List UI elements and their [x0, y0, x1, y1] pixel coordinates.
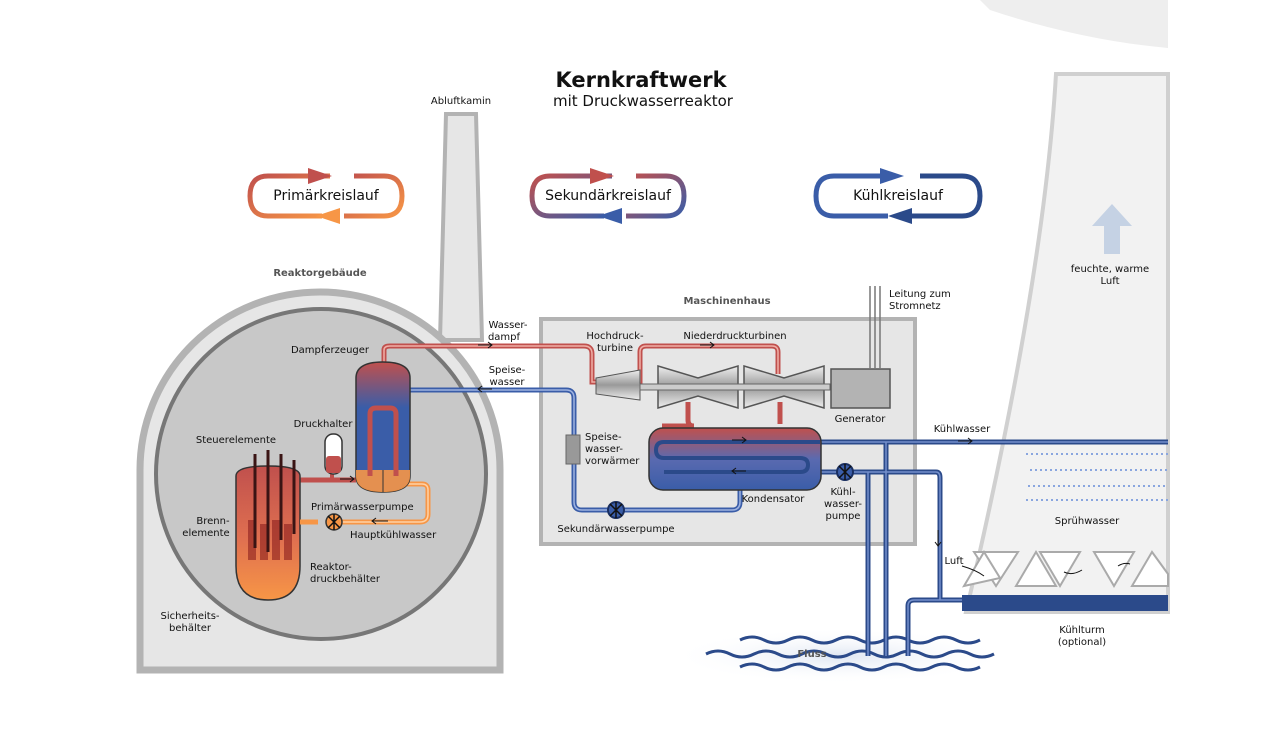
cooling-tower-label-2: (optional) [1058, 637, 1106, 648]
feedwater-label-2: wasser [490, 377, 526, 388]
turbine-shaft [639, 383, 831, 391]
condenser-label: Kondensator [742, 494, 806, 505]
cw-pump-label-3: pumpe [826, 511, 861, 522]
page-subtitle: mit Druckwasserreaktor [553, 92, 734, 110]
steam-label-1: Wasser- [488, 320, 527, 331]
page-title: Kernkraftwerk [555, 68, 727, 92]
arrow-right-icon [308, 168, 332, 184]
generator [830, 368, 891, 409]
steam-generator-label: Dampferzeuger [291, 345, 370, 356]
secondary-pump-label: Sekundärwasserpumpe [557, 524, 674, 535]
pressurizer-label: Druckhalter [294, 419, 354, 430]
arrow-left-icon [316, 208, 340, 224]
containment-label-2: behälter [169, 623, 212, 634]
hp-turbine [595, 369, 641, 401]
fuel-label-1: Brenn- [196, 516, 230, 527]
rpv-label-2: druckbehälter [310, 574, 381, 585]
main-coolant-label: Hauptkühlwasser [350, 530, 437, 541]
steam-generator-tube [367, 405, 399, 476]
arrow-left-icon [598, 208, 622, 224]
spray-water-label: Sprühwasser [1055, 516, 1120, 527]
legend-secondary: Sekundärkreislauf [529, 168, 687, 224]
preheater-label-1: Speise- [585, 432, 622, 443]
arrow-right-icon [590, 168, 614, 184]
cooling-tower-fill [961, 550, 1169, 588]
spray-water [1026, 453, 1168, 501]
legend-cooling-label: Kühlkreislauf [853, 188, 944, 204]
rpv-label-1: Reaktor- [310, 562, 352, 573]
cloud-shadow [980, 0, 1168, 48]
arrow-right-icon [880, 168, 904, 184]
legend-secondary-label: Sekundärkreislauf [545, 188, 672, 204]
cw-pump-label-1: Kühl- [830, 487, 856, 498]
arrow-left-icon [888, 208, 912, 224]
hp-turbine-label-1: Hochdruck- [586, 331, 644, 342]
fuel-elements [248, 520, 292, 560]
fuel-label-2: elemente [182, 528, 229, 539]
legend-primary: Primärkreislauf [247, 168, 405, 224]
exhaust-stack-label: Abluftkamin [431, 96, 491, 107]
lp-turbines-label: Niederdruckturbinen [683, 331, 786, 342]
reactor-building-label: Reaktorgebäude [273, 268, 367, 279]
legend-primary-label: Primärkreislauf [273, 188, 380, 204]
containment-vessel [154, 307, 488, 641]
flow-arrows [340, 341, 973, 547]
feedwater-label-1: Speise- [489, 365, 526, 376]
containment-label-1: Sicherheits- [160, 611, 219, 622]
grid-label-2: Stromnetz [889, 301, 941, 312]
pump-rotor-icon [609, 502, 623, 518]
exhaust-pipe-1 [662, 402, 695, 429]
preheater-label-3: vorwärmer [585, 456, 640, 467]
humid-air-label-1: feuchte, warme [1071, 264, 1149, 275]
cooling-basin [962, 595, 1168, 611]
cw-pump-label-2: wasser- [824, 499, 862, 510]
pump-rotor-icon [838, 464, 852, 480]
grid-lines [869, 286, 881, 369]
river-label: Fluss [797, 649, 826, 660]
feedwater-preheater [565, 434, 581, 465]
pressurizer-water [326, 456, 341, 473]
primary-pump-label: Primärwasserpumpe [311, 502, 414, 513]
air-arrow-icon [1063, 569, 1083, 575]
generator-label: Generator [835, 414, 887, 425]
air-arrow-icon [1117, 562, 1131, 567]
air-label: Luft [945, 556, 964, 567]
control-rods-label: Steuerelemente [196, 435, 276, 446]
cooling-water-label: Kühlwasser [934, 424, 991, 435]
pump-rotor-icon [327, 514, 341, 530]
condenser-coil [653, 440, 820, 474]
control-rods [253, 450, 296, 552]
exhaust-stack [437, 112, 485, 342]
hp-turbine-label-2: turbine [597, 343, 633, 354]
humid-air-label-2: Luft [1101, 276, 1120, 287]
arrow-up-icon [1092, 204, 1132, 254]
grid-label-1: Leitung zum [889, 289, 951, 300]
machine-house-label: Maschinenhaus [683, 296, 770, 307]
river-waves [705, 635, 995, 672]
cooling-tower [963, 72, 1170, 614]
air-arrow-icon [961, 565, 985, 577]
preheater-label-2: wasser- [585, 444, 623, 455]
cooling-tower-label-1: Kühlturm [1059, 625, 1104, 636]
legend-cooling: Kühlkreislauf [813, 168, 983, 224]
steam-label-2: dampf [488, 332, 521, 343]
